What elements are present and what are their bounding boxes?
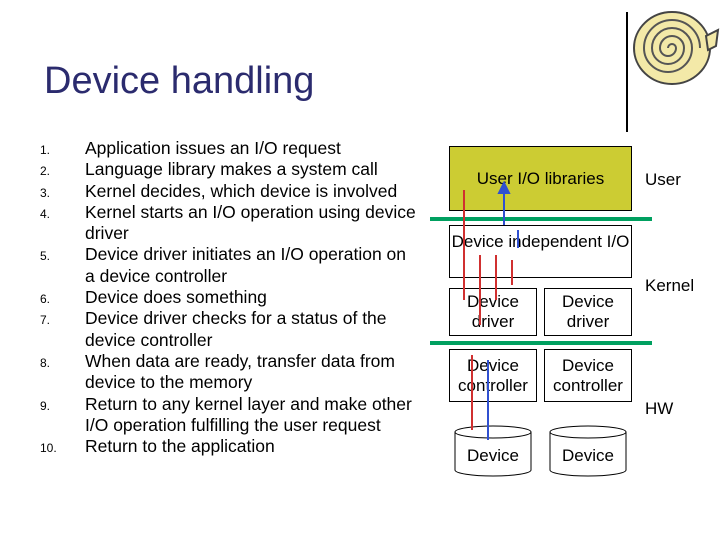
list-item: 1. Application issues an I/O request [40,138,420,159]
step-number: 3. [40,185,51,200]
list-item: 9. Return to any kernel layer and make ot… [40,394,420,437]
layer-label-kernel: Kernel [645,276,695,295]
step-number: 5. [40,249,51,264]
list-item: 5. Device driver initiates an I/O operati… [40,244,420,287]
step-text: Device driver initiates an I/O operation… [85,244,406,286]
device-left-label: Device [467,446,519,465]
list-item: 6. Device does something [40,287,420,308]
device-driver-right-label: Device driver [562,292,614,331]
page-title: Device handling [44,60,315,102]
step-number: 7. [40,313,51,328]
list-item: 10. Return to the application [40,436,420,457]
device-right-label: Device [562,446,614,465]
step-text: Device driver checks for a status of the… [85,308,387,350]
device-independent-io-box: Device independent I/O [449,225,632,278]
step-number: 2. [40,164,51,179]
step-text: Return to any kernel layer and make othe… [85,393,412,435]
device-controller-right-box: Device controller [544,349,632,402]
title-divider [626,12,628,132]
step-text: Kernel starts an I/O operation using dev… [85,201,416,244]
device-driver-left-label: Device driver [467,292,519,331]
user-io-libraries-label: User I/O libraries [476,168,605,188]
layer-label-hw: HW [645,399,674,418]
step-text: Return to the application [85,436,275,457]
step-text: Device does something [85,287,267,308]
list-item: 4. Kernel starts an I/O operation using d… [40,202,420,245]
device-controller-left-box: Device controller [449,349,537,402]
device-independent-io-label: Device independent I/O [451,232,630,251]
list-item: 2. Language library makes a system call [40,159,420,180]
step-number: 9. [40,398,51,413]
step-text: When data are ready, transfer data from … [85,350,395,393]
step-number: 8. [40,355,51,370]
step-number: 10. [40,441,57,456]
step-text: Application issues an I/O request [85,138,341,158]
steps-list: 1. Application issues an I/O request 2. La… [40,138,420,457]
step-number: 4. [40,206,51,221]
step-text: Kernel decides, which device is involved [85,180,398,201]
step-number: 1. [40,143,51,157]
list-item: 3. Kernel decides, which device is involv… [40,181,420,202]
device-driver-right-box: Device driver [544,288,632,336]
list-item: 8. When data are ready, transfer data fro… [40,351,420,394]
spiral-scroll-icon [633,11,720,85]
step-number: 6. [40,292,51,307]
user-io-libraries-box: User I/O libraries [449,146,632,211]
list-item: 7. Device driver checks for a status of t… [40,308,420,351]
layer-label-user: User [645,170,681,189]
step-text: Language library makes a system call [85,159,378,180]
device-controller-left-label: Device controller [458,355,528,395]
device-driver-left-box: Device driver [449,288,537,336]
device-controller-right-label: Device controller [553,355,623,395]
